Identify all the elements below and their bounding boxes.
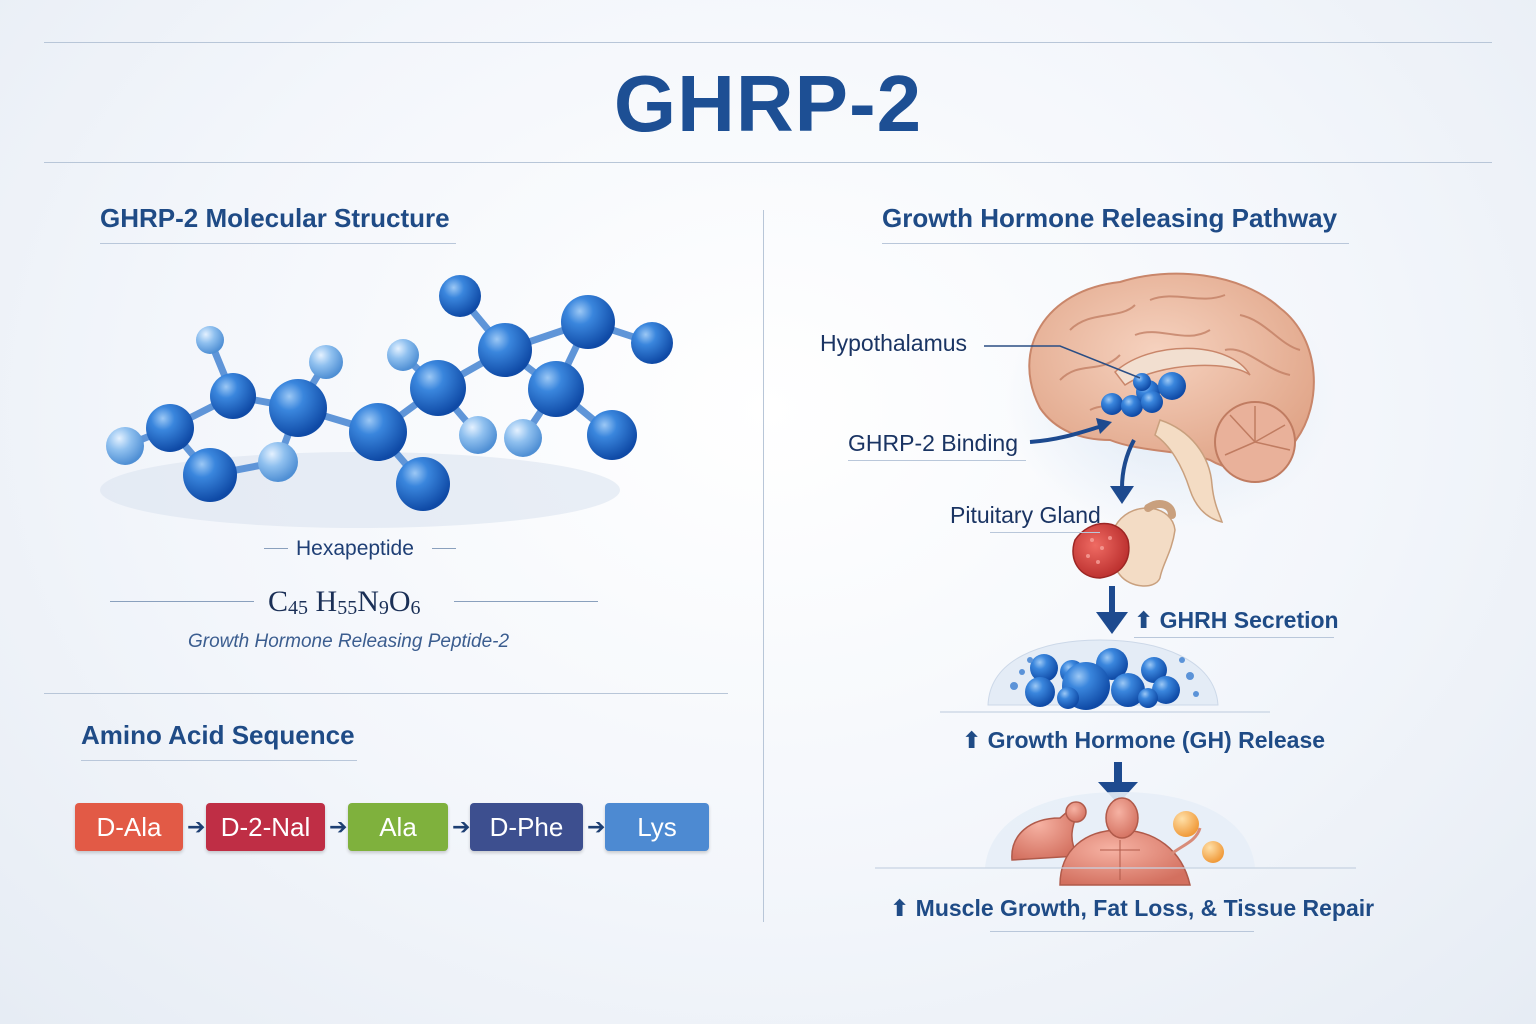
ghrh-secretion-label: ⬆ GHRH Secretion — [1134, 607, 1339, 633]
amino-acid-d-ala: D-Ala — [75, 803, 183, 851]
ghrh-underline — [1134, 637, 1334, 638]
molecular-formula: C45 H55N9O6 — [268, 585, 421, 619]
effects-label: ⬆ Muscle Growth, Fat Loss, & Tissue Repa… — [890, 895, 1375, 921]
molecule-atoms — [106, 275, 673, 511]
column-divider — [763, 210, 764, 922]
formula-line-left — [110, 601, 254, 602]
full-peptide-name: Growth Hormone Releasing Peptide-2 — [188, 631, 510, 652]
gh-release-label: ⬆ Growth Hormone (GH) Release — [962, 727, 1326, 753]
left-section-divider — [44, 693, 728, 694]
sequence-arrow-icon: ➔ — [329, 814, 348, 839]
binding-arrowhead — [1096, 418, 1112, 434]
down-arrowhead-1 — [1110, 486, 1134, 504]
binding-arrow — [1029, 424, 1103, 444]
fat-cell-icon-2 — [1202, 841, 1224, 863]
fat-cell-icon — [1173, 811, 1199, 837]
hypothalamus-label: Hypothalamus — [820, 330, 968, 356]
down-arrowhead-2 — [1096, 612, 1128, 634]
sequence-title-underline — [81, 760, 357, 761]
effects-underline — [990, 931, 1254, 932]
pituitary-gland-icon — [1072, 522, 1130, 579]
corpus-callosum — [1113, 347, 1251, 387]
amino-acid-ala: Ala — [348, 803, 448, 851]
amino-acid-d-phe: D-Phe — [470, 803, 583, 851]
hexapeptide-dash-right — [432, 548, 456, 549]
hypothalamus-leader — [984, 345, 1141, 379]
pituitary-texture — [1086, 536, 1112, 564]
hypothalamus-atoms — [1101, 372, 1186, 417]
sequence-arrow-icon: ➔ — [587, 814, 606, 839]
hexapeptide-label: Hexapeptide — [296, 537, 414, 560]
title-bottom-rule — [44, 162, 1492, 163]
pathway-title-underline — [882, 243, 1349, 244]
sequence-arrow-icon: ➔ — [452, 814, 471, 839]
amino-acid-d-2-nal: D-2-Nal — [206, 803, 325, 851]
muscle-figure-icon — [1011, 797, 1202, 886]
up-arrow-icon: ⬆ — [1134, 607, 1154, 633]
gh-cluster-atoms — [1010, 648, 1199, 710]
structure-section-title: GHRP-2 Molecular Structure — [100, 203, 450, 233]
binding-underline — [848, 460, 1026, 461]
cerebellum-folds — [1224, 406, 1291, 456]
up-arrow-icon: ⬆ — [962, 727, 982, 753]
down-arrow-1 — [1120, 439, 1136, 489]
amino-acid-lys: Lys — [605, 803, 709, 851]
sequence-section-title: Amino Acid Sequence — [81, 720, 355, 750]
brainstem-icon — [1154, 419, 1224, 524]
top-rule — [44, 42, 1492, 43]
pituitary-stalk — [1144, 500, 1176, 519]
binding-label: GHRP-2 Binding — [848, 430, 1019, 456]
pituitary-underline — [990, 532, 1100, 533]
pathway-section-title: Growth Hormone Releasing Pathway — [882, 203, 1338, 233]
hexapeptide-dash-left — [264, 548, 288, 549]
structure-title-underline — [100, 243, 456, 244]
formula-line-right — [454, 601, 598, 602]
pituitary-label: Pituitary Gland — [950, 502, 1101, 528]
up-arrow-icon: ⬆ — [890, 895, 910, 921]
sequence-arrow-icon: ➔ — [187, 814, 206, 839]
page-title: GHRP-2 — [613, 59, 923, 148]
molecule-shadow — [100, 452, 620, 528]
